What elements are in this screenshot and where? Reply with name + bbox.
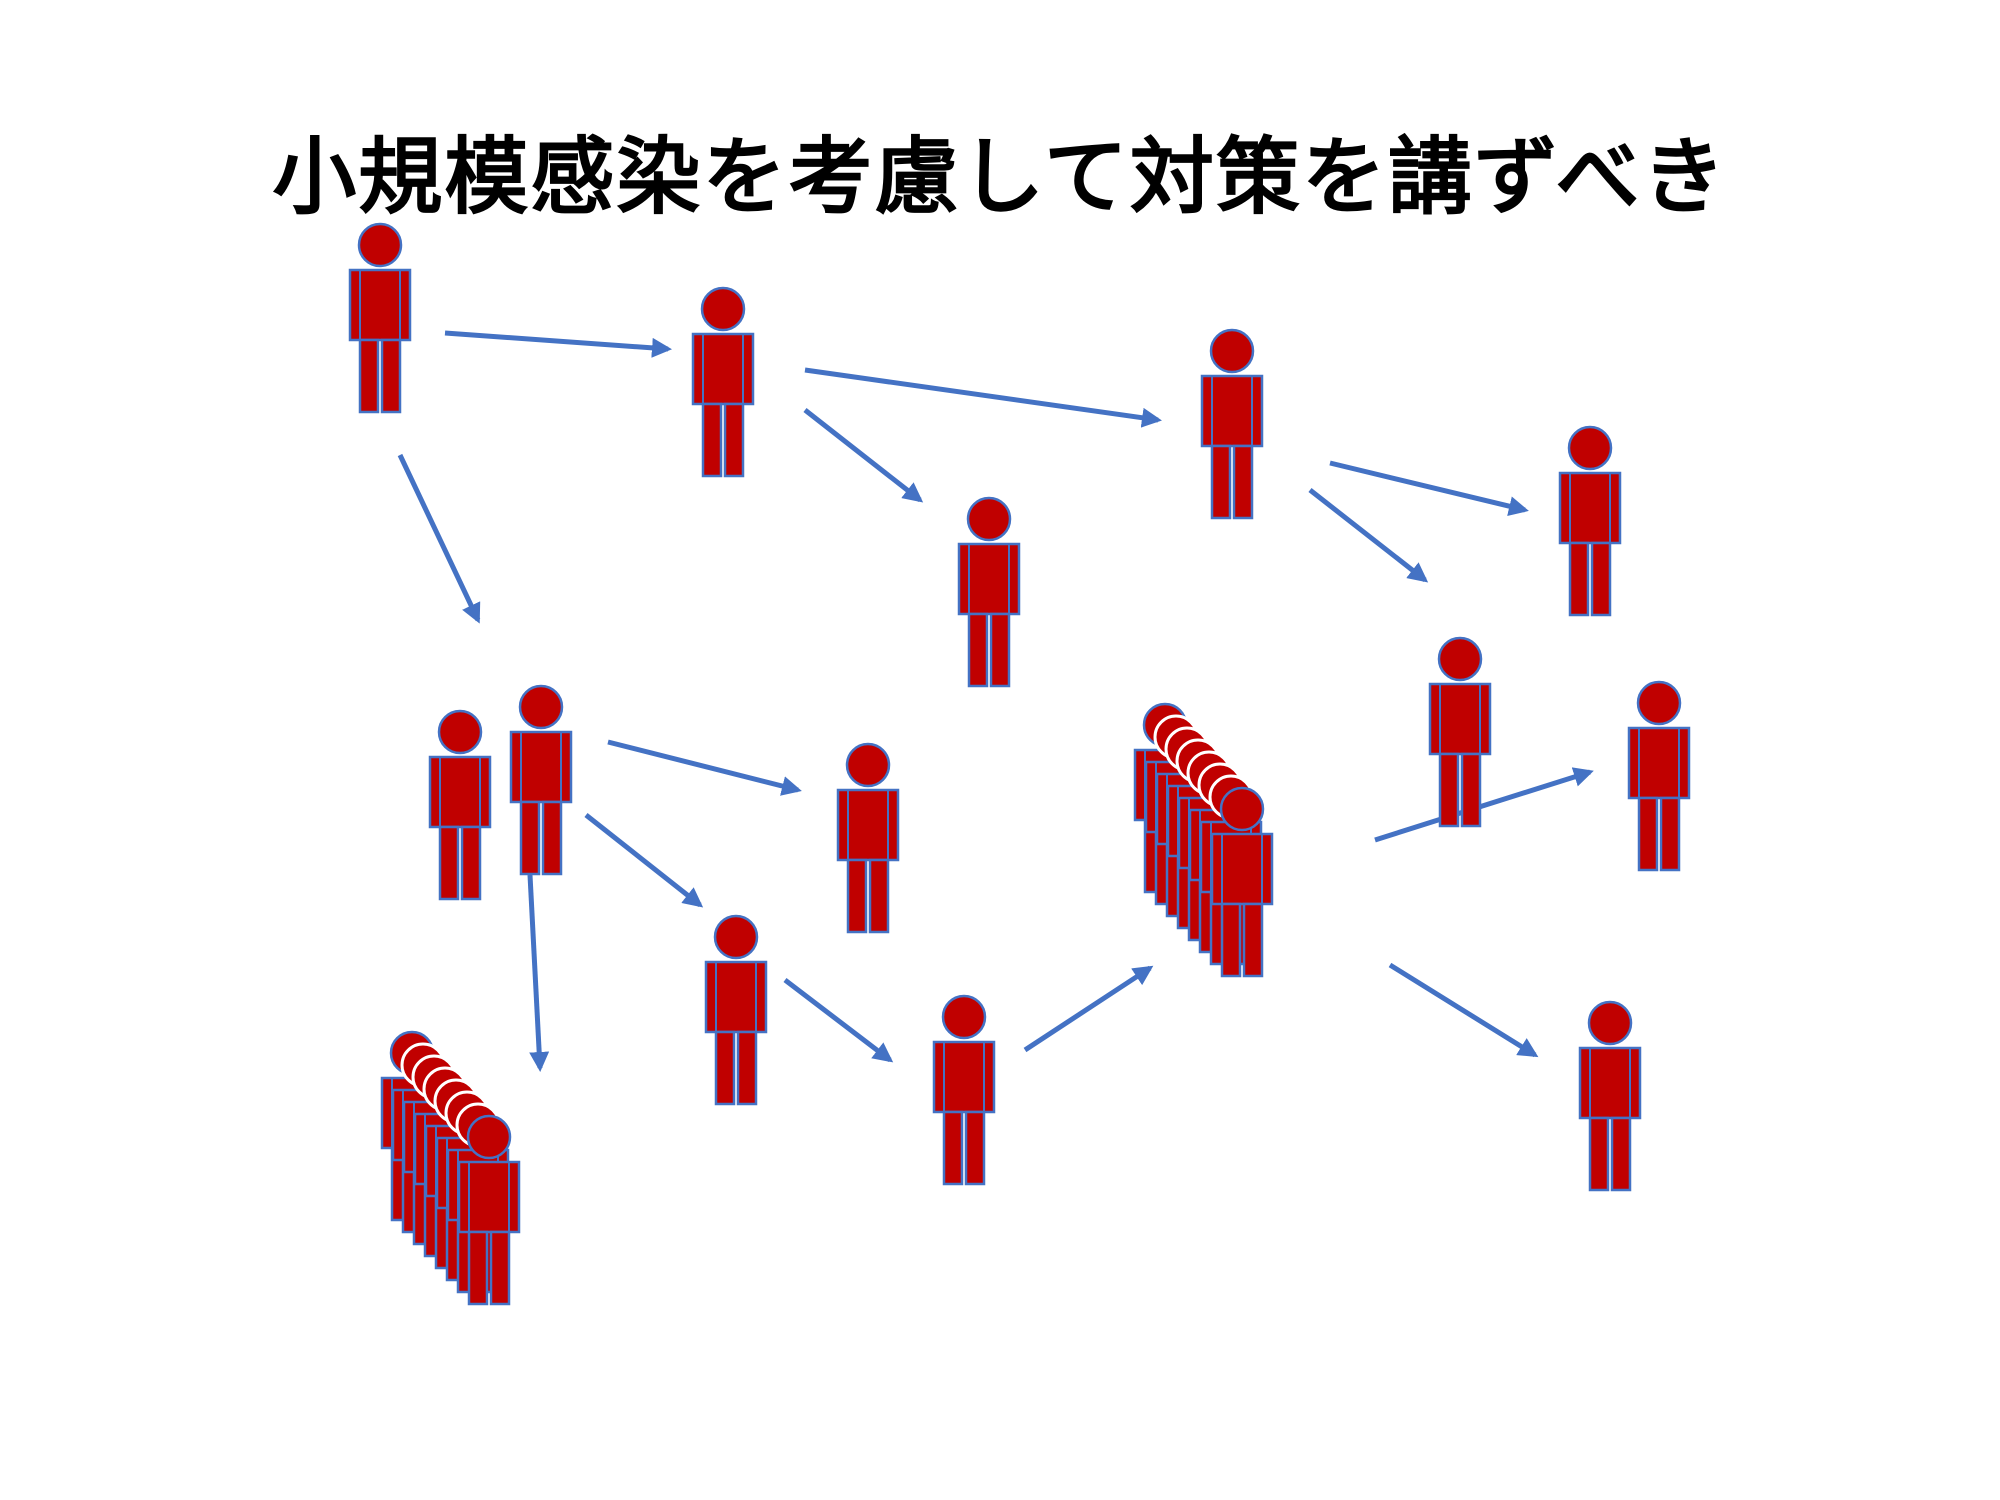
person-leg: [846, 858, 868, 934]
person-leg: [714, 1030, 736, 1106]
person-icon: [1200, 328, 1264, 520]
person-head: [1636, 680, 1682, 726]
person-head: [357, 222, 403, 268]
person-leg: [723, 402, 745, 478]
person-head: [1567, 425, 1613, 471]
arrow-icon: [527, 874, 550, 1072]
person-head: [518, 684, 564, 730]
person-leg: [489, 1230, 511, 1306]
person-leg: [1637, 796, 1659, 872]
crowd-icon: [1133, 702, 1274, 978]
arrow-icon: [804, 367, 1162, 428]
arrow-icon: [783, 978, 894, 1063]
arrow-icon: [1374, 767, 1594, 843]
person-head: [466, 1114, 512, 1160]
person-icon: [1578, 1000, 1642, 1192]
person-icon: [704, 914, 768, 1106]
person-leg: [438, 825, 460, 901]
person-head: [700, 286, 746, 332]
person-head: [1437, 636, 1483, 682]
person-leg: [460, 825, 482, 901]
arrow-icon: [444, 330, 672, 358]
arrow-icon: [607, 739, 802, 796]
arrow-icon: [584, 813, 704, 908]
arrows-layer: [397, 330, 1594, 1072]
crowd-icon: [380, 1030, 521, 1306]
people-layer: [348, 222, 1691, 1306]
person-leg: [358, 338, 380, 414]
person-leg: [1590, 541, 1612, 617]
person-leg: [1220, 902, 1242, 978]
person-leg: [467, 1230, 489, 1306]
person-leg: [989, 612, 1011, 688]
arrow-icon: [1388, 962, 1539, 1058]
arrow-icon: [1023, 965, 1154, 1053]
person-head: [941, 994, 987, 1040]
person-leg: [701, 402, 723, 478]
person-head: [1209, 328, 1255, 374]
person-head: [713, 914, 759, 960]
crowd-person-icon: [457, 1114, 521, 1306]
person-leg: [1232, 444, 1254, 520]
crowd-person-icon: [1210, 786, 1274, 978]
person-icon: [957, 496, 1021, 688]
person-leg: [541, 800, 563, 876]
arrow-icon: [1308, 488, 1429, 583]
person-leg: [1659, 796, 1681, 872]
person-icon: [1428, 636, 1492, 828]
person-leg: [736, 1030, 758, 1106]
arrow-icon: [803, 408, 924, 503]
person-icon: [1627, 680, 1691, 872]
person-icon: [836, 742, 900, 934]
person-leg: [1610, 1116, 1632, 1192]
person-icon: [348, 222, 412, 414]
person-leg: [964, 1110, 986, 1186]
person-head: [966, 496, 1012, 542]
person-head: [1587, 1000, 1633, 1046]
slide-title: 小規模感染を考慮して対策を講ずべき: [272, 127, 1728, 226]
person-icon: [691, 286, 755, 478]
person-head: [845, 742, 891, 788]
person-leg: [1568, 541, 1590, 617]
person-leg: [519, 800, 541, 876]
person-leg: [1210, 444, 1232, 520]
person-head: [1219, 786, 1265, 832]
person-head: [437, 709, 483, 755]
person-icon: [932, 994, 996, 1186]
person-leg: [1460, 752, 1482, 828]
person-leg: [1242, 902, 1264, 978]
person-leg: [1588, 1116, 1610, 1192]
person-icon: [1558, 425, 1622, 617]
person-leg: [868, 858, 890, 934]
person-leg: [380, 338, 402, 414]
arrow-icon: [1329, 460, 1529, 516]
person-leg: [942, 1110, 964, 1186]
person-icon: [509, 684, 573, 876]
person-leg: [967, 612, 989, 688]
person-icon: [428, 709, 492, 901]
person-leg: [1438, 752, 1460, 828]
arrow-icon: [397, 453, 481, 624]
